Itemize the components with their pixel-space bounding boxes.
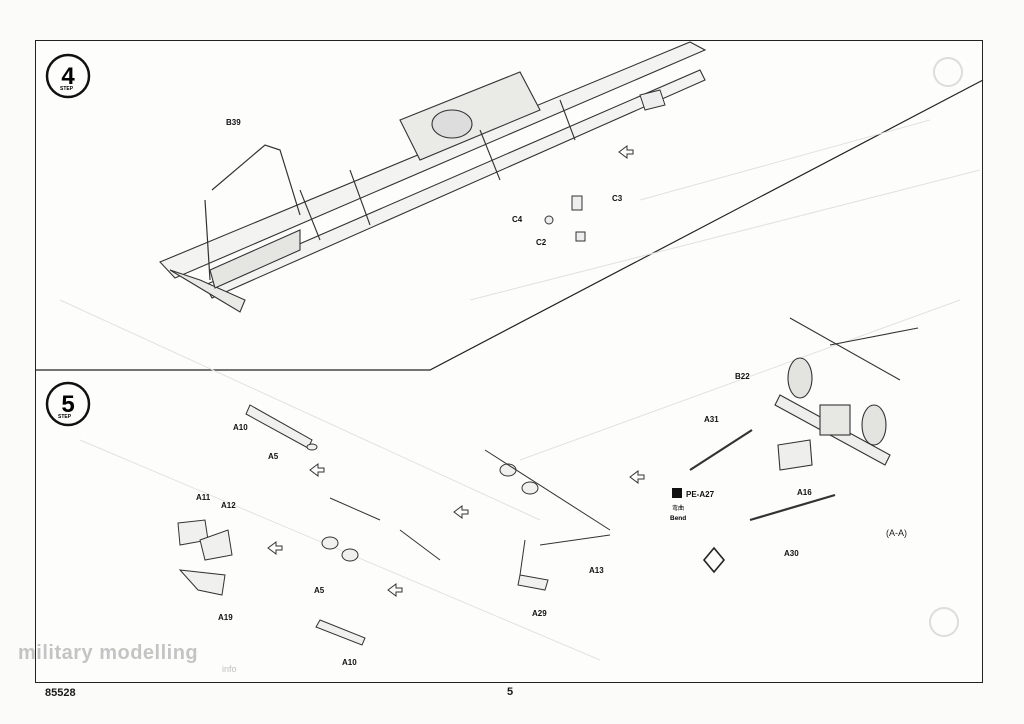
label-a5-b: A5 xyxy=(314,586,325,595)
label-a30: A30 xyxy=(784,549,799,558)
watermark-sub: info xyxy=(222,664,237,674)
step-5-badge: 5 STEP xyxy=(45,381,91,427)
bend-note-cn: 弯曲 xyxy=(672,504,684,512)
svg-text:STEP: STEP xyxy=(60,86,74,92)
label-b39: B39 xyxy=(226,118,241,127)
bend-note-en: Bend xyxy=(670,515,686,522)
svg-text:STEP: STEP xyxy=(58,414,72,420)
label-a29: A29 xyxy=(532,609,547,618)
step-4-badge: 4 STEP xyxy=(45,53,91,99)
part-b39-rod xyxy=(204,144,301,281)
label-a11: A11 xyxy=(196,493,211,502)
label-c4: C4 xyxy=(512,215,523,224)
label-b22: B22 xyxy=(735,372,750,381)
label-c3: C3 xyxy=(612,194,623,203)
bend-icon xyxy=(672,488,682,498)
page-number: 5 xyxy=(507,686,514,698)
step5-parts xyxy=(177,404,611,646)
label-a19: A19 xyxy=(218,613,233,622)
arrow-icons xyxy=(267,463,645,597)
svg-text:5: 5 xyxy=(61,391,74,418)
label-c2: C2 xyxy=(536,238,547,247)
label-a12: A12 xyxy=(221,501,236,510)
step-divider xyxy=(36,79,984,371)
product-code: 85528 xyxy=(45,687,76,699)
label-a13: A13 xyxy=(589,566,604,575)
label-a10-b: A10 xyxy=(342,658,357,667)
step4-small-parts xyxy=(544,89,666,242)
label-a31: A31 xyxy=(704,415,719,424)
label-pe-a27: PE-A27 xyxy=(686,490,715,499)
ghost-lines xyxy=(59,119,981,661)
arrow-icon xyxy=(618,145,634,159)
label-a10: A10 xyxy=(233,423,248,432)
section-label: (A-A) xyxy=(886,528,907,538)
ghost-badge xyxy=(929,607,959,637)
watermark-text: military modelling xyxy=(18,642,199,664)
rear-axle xyxy=(689,317,919,522)
label-a5: A5 xyxy=(268,452,279,461)
label-a16: A16 xyxy=(797,488,812,497)
svg-text:4: 4 xyxy=(61,63,75,90)
bend-shape-icon xyxy=(702,546,726,574)
chassis-frame xyxy=(159,41,707,313)
ghost-badge xyxy=(933,57,963,87)
